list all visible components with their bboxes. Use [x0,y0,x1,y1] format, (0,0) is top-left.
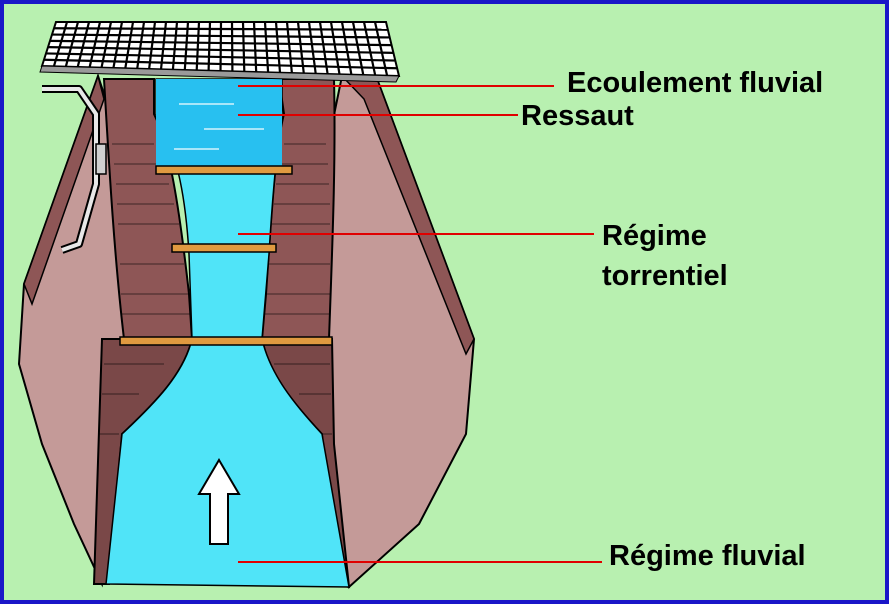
grate-bar [45,52,396,62]
grate-bar [340,21,353,75]
grate-bar [274,21,282,73]
grate-bar [171,21,179,70]
grate-bar [285,21,293,74]
channel-illustration [17,21,476,589]
grate-bar [51,33,390,39]
grate-bar [195,21,201,71]
leader-regime-fluvial [238,561,602,563]
grate-bar [53,27,388,31]
label-regime-torrentiel-2: torrentiel [602,260,728,292]
water-channel [105,78,350,588]
grate-bar [159,21,168,70]
grate-bar [373,21,389,76]
grate-bar [296,21,305,74]
grate-bar [241,21,246,72]
label-regime-torrentiel-1: Régime [602,220,707,252]
grate-bar [43,58,398,70]
upstream-water [156,79,282,169]
grate-bar [329,21,341,75]
left-wall-top-edge [23,73,105,307]
grate-bar [49,39,392,47]
grate-bar [351,21,365,76]
grate-bar [136,21,146,69]
grate-bar [318,21,329,75]
grate-bar [207,21,212,71]
leader-ressaut [238,114,518,116]
grate-bar [47,46,394,54]
cross-bar-top [155,165,293,175]
grate-bar [263,21,270,73]
arrow-up-icon [197,458,241,545]
leader-regime-torrentiel [238,233,594,235]
grate-bar [307,21,317,74]
grate-bar [252,21,258,73]
label-ecoulement-fluvial: Ecoulement fluvial [567,67,824,99]
grate-bar [183,21,190,71]
grate-bar [148,21,157,70]
grate-bar [124,21,135,69]
grate-bar [219,21,223,72]
label-ressaut: Ressaut [521,100,634,132]
label-regime-fluvial: Régime fluvial [609,540,806,572]
cross-bar-middle [171,243,277,253]
grate-bar [362,21,377,76]
cross-bar-bottom [119,336,333,346]
leader-ecoulement-fluvial [238,85,554,87]
